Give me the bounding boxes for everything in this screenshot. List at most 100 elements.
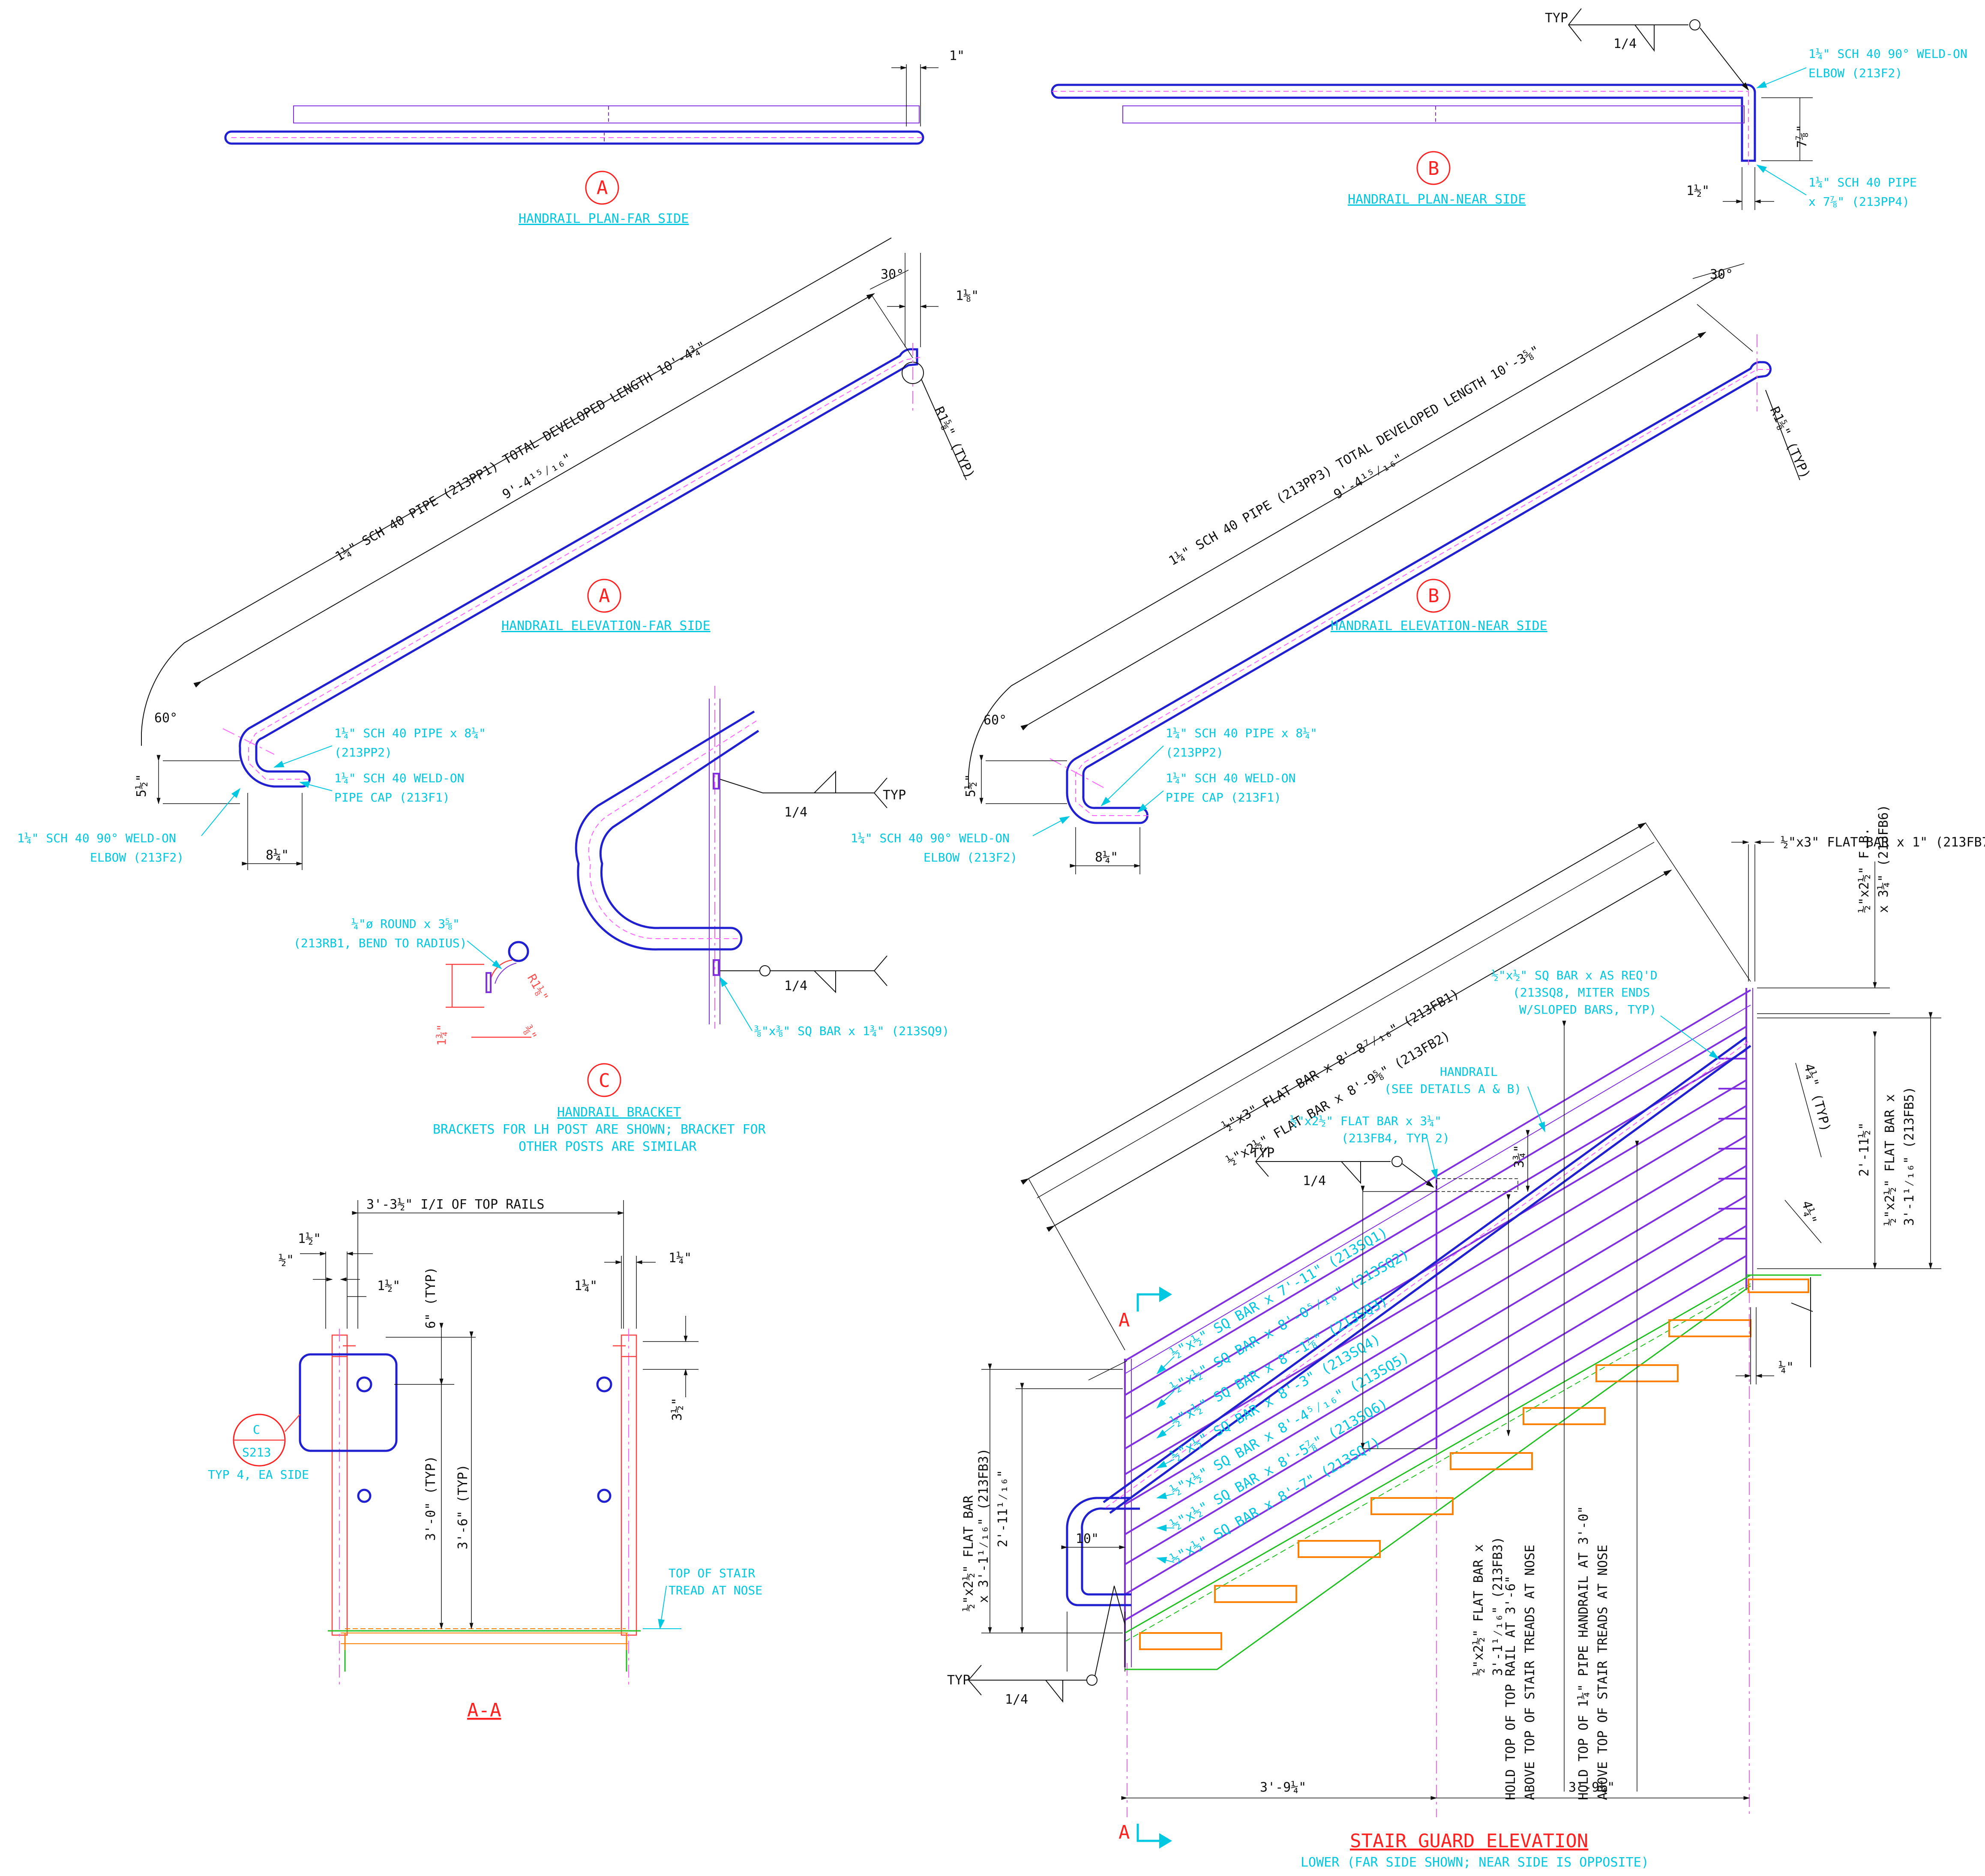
bracket-weld-typ: TYP [883, 788, 906, 803]
plan-near-elbow-note-1: 1¼" SCH 40 90° WELD-ON [1808, 47, 1967, 61]
bracket-tag: C [599, 1070, 610, 1092]
stair-section-mark-bot: A [1118, 1822, 1130, 1843]
stair-fb6-2: x 3¼" (213FB6) [1876, 804, 1891, 913]
view-handrail-bracket: TYP 1/4 1/4 ⅜"x⅜" SQ BAR x 1¾" (213SQ9) … [294, 686, 949, 1154]
aa-d3: 1½" [377, 1279, 400, 1294]
bracket-dim-a: 1¾" [435, 1024, 449, 1046]
stair-d-2-11r: 2'-11½" [1857, 1123, 1872, 1177]
stair-weld-size-bot: 1/4 [1005, 1692, 1028, 1707]
elev-far-dim-top: 1⅛" [956, 288, 979, 303]
plan-near-pipe-note-1: 1¼" SCH 40 PIPE [1808, 175, 1917, 189]
tag-circle-a [585, 171, 619, 205]
elev-near-pipe-note-1: 1¼" SCH 40 PIPE x 8¼" [1166, 726, 1317, 740]
elev-near-angle-bot: 60° [984, 713, 1007, 728]
elev-far-pipe-note-1: 1¼" SCH 40 PIPE x 8¼" [334, 726, 486, 740]
elev-far-dim-leg: 8¼" [266, 848, 289, 863]
plan-near-dim-h: 1½" [1686, 183, 1709, 198]
aa-d-35: 3½" [670, 1398, 685, 1421]
bracket-sq-note: ⅜"x⅜" SQ BAR x 1¾" (213SQ9) [754, 1024, 949, 1038]
plan-near-elbow-note-2: ELBOW (213F2) [1808, 66, 1902, 80]
stair-tread [1668, 1319, 1751, 1337]
aa-d2: ½" [279, 1253, 294, 1268]
stair-d-bot1: 3'-9¼" [1260, 1780, 1306, 1795]
stair-fb1: ½"x3" FLAT BAR x 8'-8⁷⁄₁₆" (213FB1) [1220, 986, 1462, 1135]
aa-callout-tag: C [253, 1423, 260, 1437]
bracket-subtitle-2: OTHER POSTS ARE SIMILAR [519, 1139, 697, 1154]
plan-near-pipe-with-elbow [1051, 84, 1756, 162]
aa-callout-note: TYP 4, EA SIDE [208, 1468, 309, 1482]
bracket-subtitle-1: BRACKETS FOR LH POST ARE SHOWN; BRACKET … [433, 1122, 766, 1137]
aa-title: A-A [467, 1699, 501, 1721]
elev-far-pipe-note-2: (213PP2) [334, 745, 392, 759]
stair-d-4: 4¼" [1799, 1199, 1819, 1225]
tag-circle-b [1416, 151, 1451, 185]
elev-near-angle-top: 30° [1710, 267, 1733, 282]
stair-sq8-1: ½"x½" SQ BAR x AS REQ'D [1491, 968, 1658, 982]
plan-near-pipe-note-2: x 7⅞" (213PP4) [1808, 195, 1910, 209]
stair-sq8-3: W/SLOPED BARS, TYP) [1519, 1003, 1656, 1017]
view-plan-near: TYP 1/4 1¼" SCH 40 90° WELD-ON ELBOW (21… [1051, 8, 1967, 210]
elev-near-elbow-note-1: 1¼" SCH 40 90° WELD-ON [851, 831, 1010, 845]
aa-d-36: 3'-6" (TYP) [456, 1464, 471, 1549]
stair-top-bar: ½"x3" FLAT BAR x 1" (213FB7) [1781, 835, 1985, 850]
stair-fb3-1: ½"x2½" FLAT BAR [961, 1495, 976, 1612]
stair-hold1-2: ABOVE TOP OF STAIR TREADS AT NOSE [1523, 1545, 1538, 1800]
stair-title: STAIR GUARD ELEVATION [1350, 1830, 1588, 1852]
stair-tread [1298, 1540, 1381, 1558]
stair-tread [1214, 1585, 1297, 1603]
elev-far-angle-bot: 60° [154, 711, 177, 726]
aa-d5: 1¼" [669, 1251, 692, 1266]
stair-fb6-1: ½"x2½" F.B. [1857, 828, 1872, 913]
stair-tread [1370, 1497, 1454, 1515]
aa-tread-note-2: TREAD AT NOSE [669, 1583, 762, 1597]
stair-fb3-mid-2: 3'-1¹⁄₁₆" (213FB3) [1490, 1537, 1505, 1676]
plan-far-title: HANDRAIL PLAN-FAR SIDE [519, 211, 689, 226]
elev-near-tag: B [1428, 585, 1439, 607]
bracket-r-dim: R1⅛" [525, 972, 551, 1004]
aa-callout-box [299, 1353, 398, 1452]
aa-d1: 1½" [298, 1231, 321, 1246]
aa-d-30: 3'-0" (TYP) [423, 1456, 438, 1541]
view-elevation-near: 1¼" SCH 40 PIPE (213PP3) TOTAL DEVELOPED… [851, 263, 1813, 874]
elev-far-length-note: 1¼" SCH 40 PIPE (213PP1) TOTAL DEVELOPED… [333, 339, 709, 564]
stair-fb5-1: ½"x2½" FLAT BAR x [1883, 1094, 1898, 1226]
stair-d-quarter: ¼" [1778, 1360, 1794, 1375]
plan-near-weld-size: 1/4 [1613, 36, 1637, 51]
stair-d-2-11: 2'-11¹⁄₁₆" [995, 1470, 1010, 1547]
view-section-aa: 3'-3½" I/I OF TOP RAILS 1½" ½" 1½" 1¼" 1… [208, 1197, 762, 1721]
elev-far-radius: R1⅝" (TYP) [931, 405, 978, 481]
elev-near-title: HANDRAIL ELEVATION-NEAR SIDE [1331, 618, 1547, 633]
bracket-weld-size2: 1/4 [784, 979, 807, 994]
stair-landing-edge [1748, 1279, 1809, 1293]
bracket-round-note-1: ¼"ø ROUND x 3⅝" [351, 917, 460, 931]
stair-fb4-2: (213FB4, TYP 2) [1341, 1131, 1450, 1145]
stair-weld-typ-bot: TYP [947, 1673, 970, 1688]
elev-near-pipe-note-2: (213PP2) [1166, 745, 1223, 759]
aa-callout-ref: S213 [242, 1445, 271, 1459]
elev-far-elbow-note-1: 1¼" SCH 40 90° WELD-ON [17, 831, 176, 845]
stair-d-10: 10" [1076, 1531, 1099, 1546]
tag-circle-a2 [587, 579, 621, 613]
plan-near-weld-typ: TYP [1545, 11, 1568, 26]
stair-stringer [1125, 1285, 1751, 1670]
stair-hold2-1: HOLD TOP OF 1¼" PIPE HANDRAIL AT 3'-0" [1576, 1506, 1591, 1800]
plan-near-tag: B [1428, 158, 1439, 180]
view-stair-guard: ½"x3" FLAT BAR x 8'-8⁷⁄₁₆" (213FB1) ½"x2… [947, 804, 1985, 1870]
stair-weld-typ-top: TYP [1251, 1146, 1274, 1161]
plan-far-tag: A [597, 177, 608, 199]
stair-fb4-1: ½"x2½" FLAT BAR x 3¼" [1290, 1114, 1442, 1128]
stair-fb5-2: 3'-1¹⁄₁₆" (213FB5) [1902, 1087, 1917, 1226]
bracket-small-pipe [508, 941, 529, 962]
plan-far-lower-pipe [224, 130, 924, 145]
elev-near-dim-rise: 5½" [963, 774, 978, 797]
elev-near-radius: R1⅝" (TYP) [1767, 405, 1813, 481]
tag-circle-c [587, 1063, 621, 1097]
tag-circle-b2 [1416, 579, 1451, 613]
plan-far-dim-end: 1" [949, 48, 965, 63]
stair-fb3-2: x 3'-1¹⁄₁₆" (213FB3) [976, 1448, 991, 1603]
aa-top-dim: 3'-3½" I/I OF TOP RAILS [366, 1197, 544, 1212]
stair-sq8-2: (213SQ8, MITER ENDS [1513, 985, 1650, 1000]
bracket-dim-b: ⅜" [520, 1023, 540, 1043]
plan-far-upper-pipe [293, 105, 920, 123]
